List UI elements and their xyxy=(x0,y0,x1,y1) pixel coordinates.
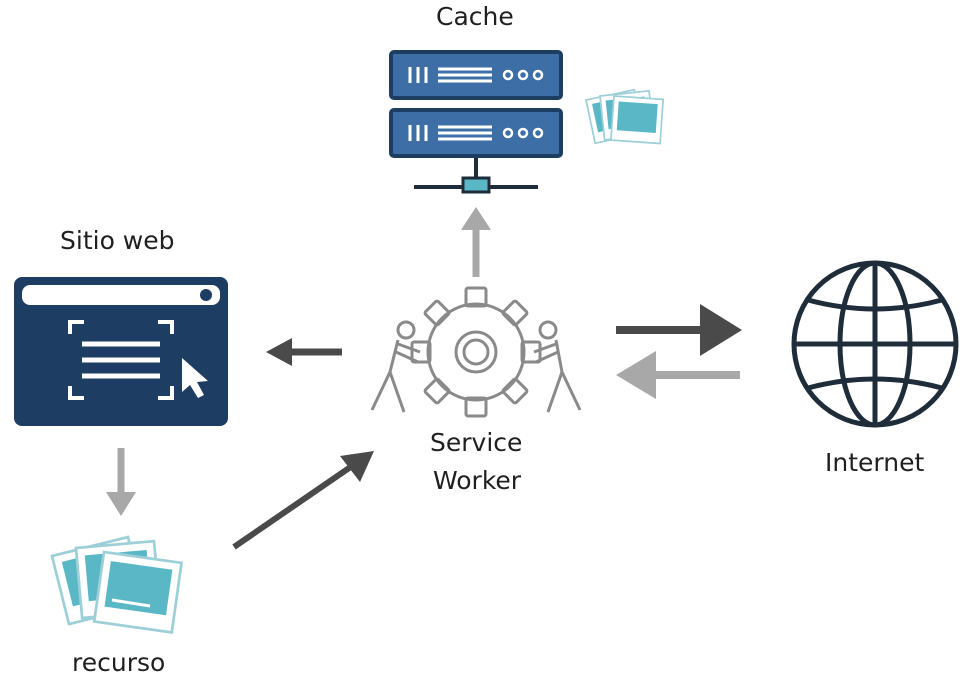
website-label: Sitio web xyxy=(60,226,175,255)
globe-icon xyxy=(791,260,959,428)
arrow-to-internet xyxy=(616,304,742,356)
resource-label: recurso xyxy=(72,648,166,677)
cache-label: Cache xyxy=(436,2,514,31)
service-worker-label-line1: Service xyxy=(430,428,523,457)
gear-workers-icon xyxy=(370,286,582,418)
arrow-to-website xyxy=(266,338,342,366)
browser-window-icon xyxy=(14,277,228,426)
cache-photos-icon xyxy=(585,88,665,145)
service-worker-label-line2: Worker xyxy=(433,466,522,495)
arrow-to-resource xyxy=(106,448,136,516)
arrow-from-internet xyxy=(616,351,740,399)
resource-photos-icon xyxy=(50,535,183,634)
arrow-to-cache xyxy=(461,207,491,277)
server-icon xyxy=(389,50,563,194)
internet-label: Internet xyxy=(825,448,925,477)
arrow-resource-to-worker xyxy=(232,451,374,550)
cursor-icon xyxy=(182,358,208,398)
